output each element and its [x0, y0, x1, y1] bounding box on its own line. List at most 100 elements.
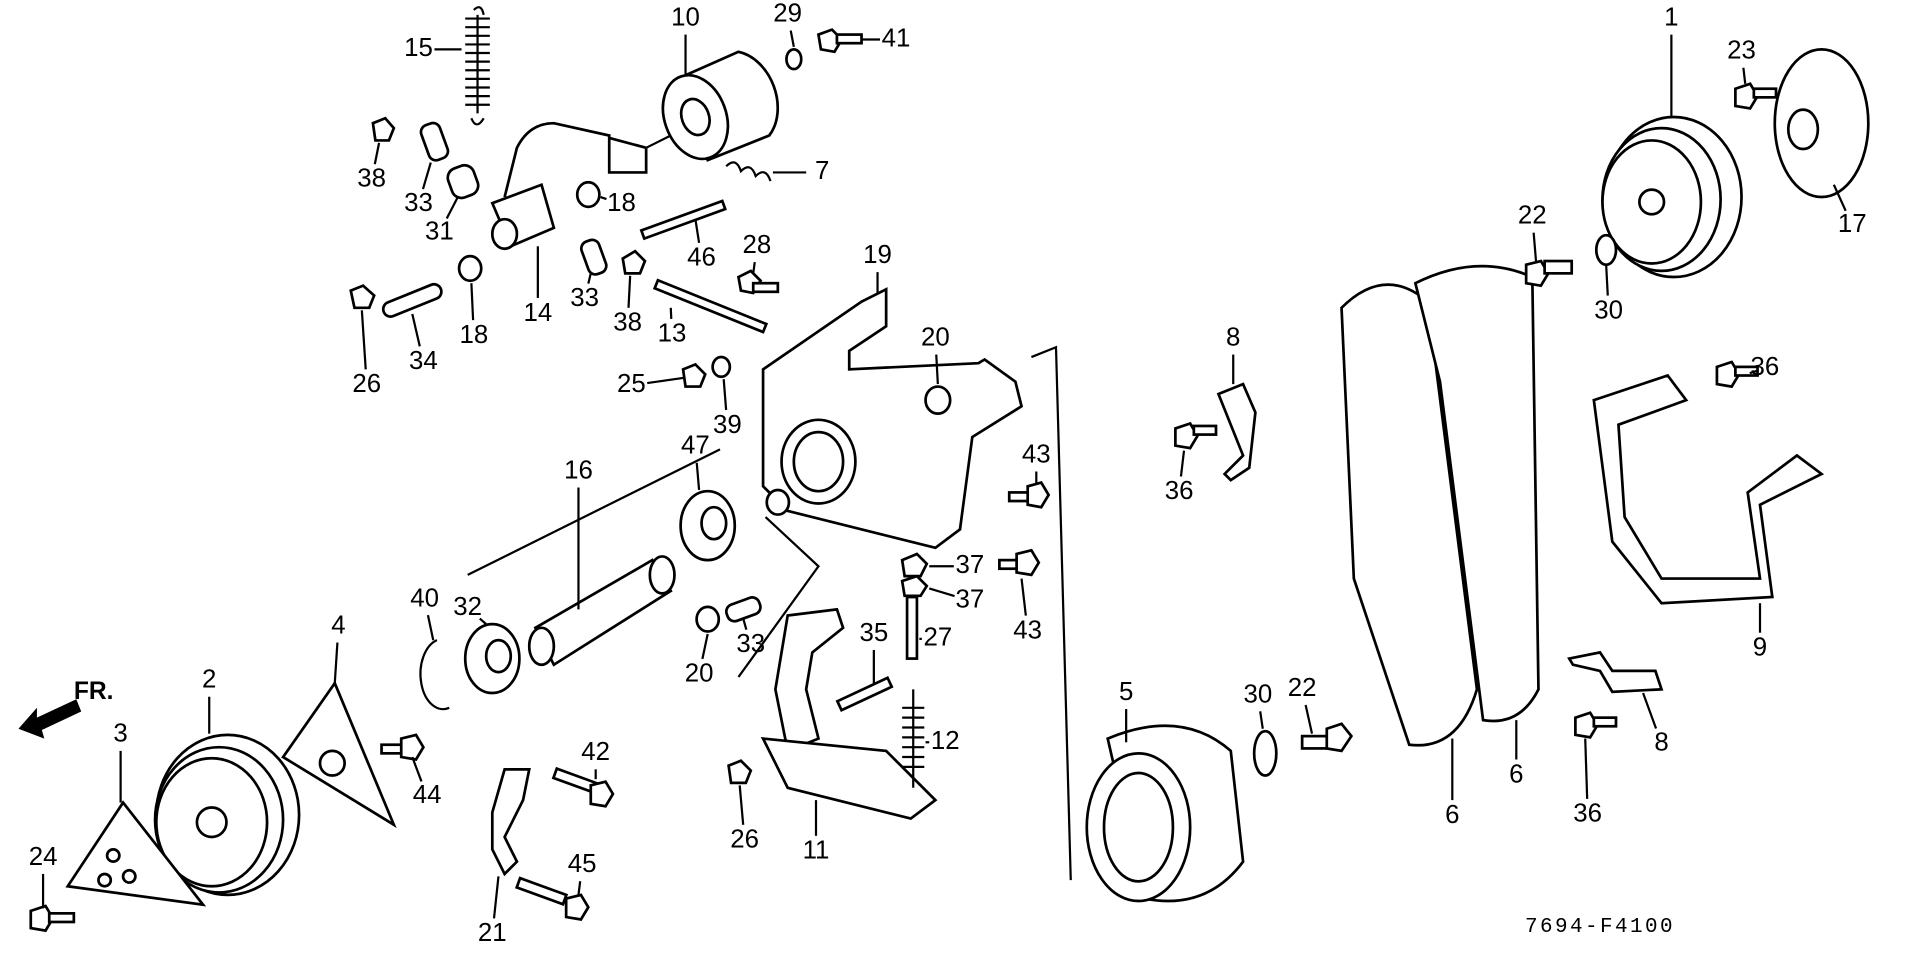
callout-6: 6: [1509, 760, 1523, 788]
drive-pulley-1: [1601, 115, 1743, 279]
callout-9: 9: [1753, 634, 1767, 662]
collar-18b: [457, 254, 483, 283]
callout-44: 44: [413, 781, 442, 809]
callout-8: 8: [1226, 323, 1240, 351]
leader-line-26: [738, 785, 745, 825]
callout-1: 1: [1664, 3, 1678, 31]
callout-15: 15: [404, 34, 433, 62]
callout-45: 45: [568, 850, 597, 878]
driven-pulley-5: [1085, 724, 1245, 903]
nut-25: [681, 362, 707, 388]
callout-19: 19: [863, 241, 892, 269]
callout-7: 7: [815, 157, 829, 185]
leader-line-17: [1832, 184, 1847, 212]
plate-4: [281, 680, 397, 829]
callout-17: 17: [1838, 210, 1867, 238]
callout-33: 33: [404, 189, 433, 217]
callout-28: 28: [743, 231, 772, 259]
leader-line-13: [669, 307, 673, 319]
pin-34: [381, 282, 443, 318]
leader-lines: [41, 30, 1847, 919]
callout-34: 34: [409, 347, 438, 375]
collar-33b: [579, 238, 608, 276]
leader-line-32: [479, 617, 487, 625]
callout-27: 27: [923, 624, 952, 652]
leader-line-25: [647, 376, 684, 385]
shaft-16: [527, 555, 676, 667]
stay-8: [1216, 382, 1257, 482]
bushing-31: [446, 163, 480, 200]
leader-line-38: [627, 275, 632, 308]
callout-26: 26: [352, 370, 381, 398]
callout-30: 30: [1594, 296, 1623, 324]
nut-26b: [727, 759, 753, 785]
leader-line-20: [701, 633, 709, 660]
leader-line-18: [600, 195, 607, 201]
callout-3: 3: [113, 720, 127, 748]
callout-13: 13: [658, 320, 687, 348]
bolt-36c: [1574, 711, 1618, 739]
leader-line-33: [587, 273, 592, 284]
leader-line-28: [752, 261, 756, 274]
callout-14: 14: [523, 299, 552, 327]
callout-20: 20: [685, 659, 714, 687]
belt-6a: [1340, 283, 1479, 747]
washer-39: [711, 355, 732, 379]
leader-line-38: [373, 142, 381, 165]
callout-41: 41: [882, 24, 911, 52]
nut-38: [371, 116, 396, 142]
bearing-32: [463, 622, 521, 695]
callout-2: 2: [202, 666, 216, 694]
leader-line-44: [411, 756, 423, 782]
callout-31: 31: [425, 218, 454, 246]
spring-7: [725, 161, 772, 182]
stay-8b: [1567, 650, 1664, 694]
collar-18: [575, 180, 601, 209]
bolt-28: [736, 269, 780, 295]
callout-43: 43: [1013, 616, 1042, 644]
leader-line-36: [1749, 369, 1758, 375]
bearing-47: [679, 489, 737, 562]
callout-35: 35: [859, 619, 888, 647]
callout-18: 18: [459, 321, 488, 349]
bolt-35: [835, 676, 894, 712]
pulley-2: [153, 733, 301, 897]
leader-line-46: [694, 219, 701, 243]
leader-line-26: [360, 310, 367, 370]
callout-8: 8: [1654, 728, 1668, 756]
bolt-22: [1300, 722, 1354, 753]
front-indicator-label: FR.: [74, 678, 114, 705]
callout-36: 36: [1751, 353, 1780, 381]
leader-line-36: [1584, 738, 1589, 799]
leader-line-40: [426, 614, 435, 641]
bracket-11: [760, 607, 938, 821]
leader-line-22: [1532, 232, 1538, 262]
callout-32: 32: [453, 593, 482, 621]
idler-roller-10: [661, 50, 780, 162]
callout-38: 38: [357, 165, 386, 193]
leader-line-34: [411, 313, 421, 347]
nut-37: [900, 552, 929, 578]
drawing-code: 7694-F4100: [1525, 916, 1675, 939]
callout-36: 36: [1165, 477, 1194, 505]
callout-23: 23: [1727, 37, 1756, 65]
nut-37b: [900, 574, 929, 598]
bolt-46: [639, 199, 727, 241]
callout-25: 25: [617, 370, 646, 398]
callout-43: 43: [1022, 440, 1051, 468]
bolt-36b: [1174, 421, 1218, 450]
callout-20: 20: [921, 323, 950, 351]
callout-33: 33: [570, 284, 599, 312]
callout-36: 36: [1573, 800, 1602, 828]
assembly-bracket-line: [467, 448, 820, 678]
plate-3: [65, 800, 207, 907]
bolt-24: [29, 904, 76, 933]
bracket-19: [761, 287, 1024, 550]
callout-21: 21: [478, 919, 507, 947]
leader-line-43: [1020, 578, 1027, 616]
spring-12-coils: [902, 706, 925, 768]
leader-line-45: [577, 881, 582, 896]
callout-26: 26: [730, 826, 759, 854]
nut-26: [349, 284, 376, 310]
washer-30b: [1594, 233, 1618, 267]
